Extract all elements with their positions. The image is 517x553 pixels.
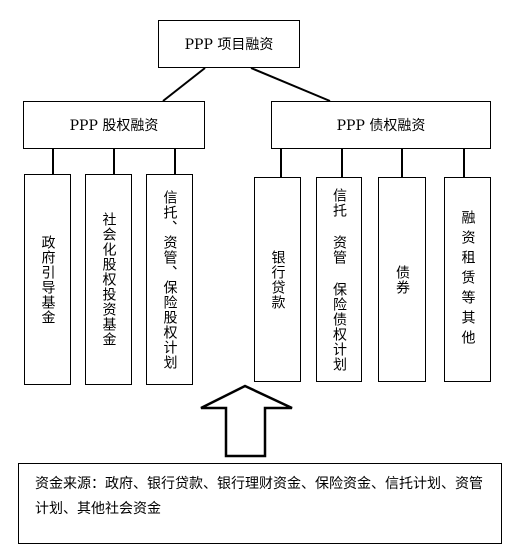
debt-node: PPP 债权融资 — [271, 101, 491, 149]
debt-item-1-label: 银行贷款 — [269, 249, 286, 310]
debt-item-4: 融资租赁等其他 — [444, 177, 491, 382]
equity-label: PPP 股权融资 — [69, 118, 159, 134]
funding-source-text: 资金来源：政府、银行贷款、银行理财资金、保险资金、信托计划、资管计划、其他社会资… — [35, 476, 483, 517]
root-node: PPP 项目融资 — [158, 20, 300, 68]
root-label: PPP 项目融资 — [184, 37, 274, 53]
debt-item-1: 银行贷款 — [254, 177, 301, 382]
equity-node: PPP 股权融资 — [23, 101, 205, 149]
equity-item-1: 政府引导基金 — [24, 174, 71, 385]
equity-item-2: 社会化股权投资基金 — [85, 174, 132, 385]
equity-item-2-label: 社会化股权投资基金 — [100, 212, 117, 347]
root-to-debt-line — [250, 67, 331, 102]
root-to-equity-line — [162, 67, 206, 102]
funding-source-box: 资金来源：政府、银行贷款、银行理财资金、保险资金、信托计划、资管计划、其他社会资… — [18, 463, 502, 544]
debt-label: PPP 债权融资 — [336, 118, 426, 134]
equity-item-3-label: 信托、资管、保险股权计划 — [161, 189, 178, 370]
equity-item-1-label: 政府引导基金 — [39, 234, 56, 325]
debt-item-4-label: 融资租赁等其他 — [459, 209, 476, 350]
debt-item-2: 信托 资管 保险债权计划 — [316, 177, 362, 382]
debt-item-2-label: 信托 资管 保险债权计划 — [331, 187, 347, 372]
up-arrow-icon — [200, 384, 293, 458]
debt-item-3-label: 债券 — [394, 264, 410, 295]
equity-item-3: 信托、资管、保险股权计划 — [146, 174, 193, 385]
debt-item-3: 债券 — [378, 177, 426, 382]
